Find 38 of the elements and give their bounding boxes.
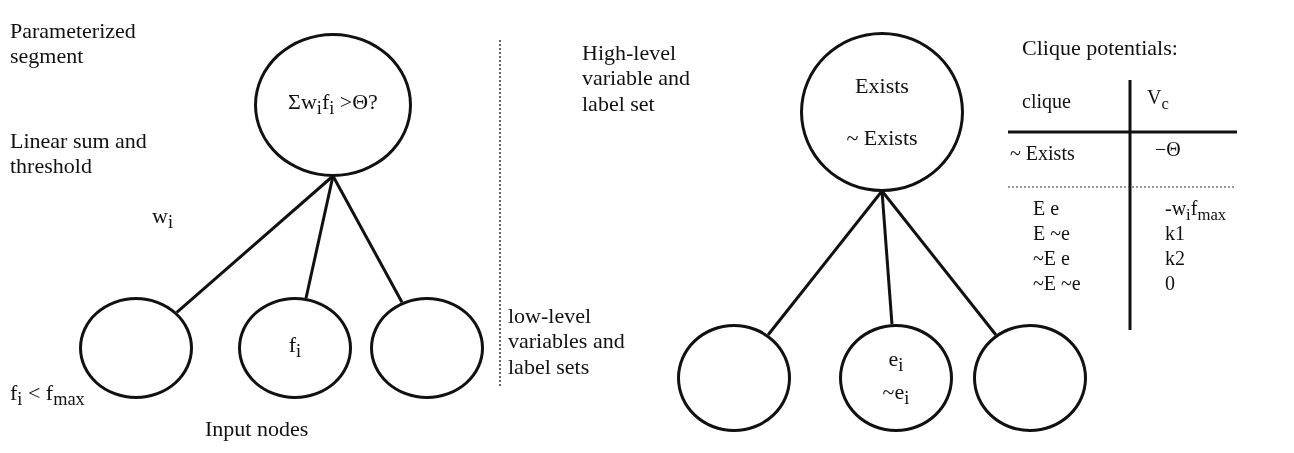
side-note: Linear sum and threshold <box>10 128 148 179</box>
node-text: f$_{i}$ <box>288 332 302 364</box>
table-cell-text: E e <box>1033 197 1061 219</box>
table-cell-text: −Θ <box>1155 138 1182 160</box>
node-text: ~ Exists <box>846 125 918 152</box>
node-text: Exists <box>855 72 909 99</box>
connector-line <box>880 190 894 325</box>
table-cell-text: k1 <box>1165 222 1186 244</box>
side-note: Parameterized segment <box>10 18 137 69</box>
connector-line <box>304 175 335 299</box>
circle-node <box>800 32 964 192</box>
table-cell-text: 0 <box>1165 272 1176 294</box>
table-cell-text: k2 <box>1165 247 1186 269</box>
circle-node <box>677 324 791 432</box>
constraint-label: f$_{i}$ < f$_{max}$ <box>10 380 86 411</box>
connector-line <box>175 174 334 314</box>
table-header: V$_{c}$ <box>1147 86 1170 114</box>
node-text: ~e$_{i}$ <box>882 379 910 411</box>
table-title: Clique potentials: <box>1022 35 1179 61</box>
table-cell-text: ~E e <box>1033 247 1071 269</box>
table-cell-text: ~E ~e <box>1033 272 1082 294</box>
table-cell-text: E ~e <box>1033 222 1071 244</box>
side-note: low-level variables and label sets <box>508 303 626 379</box>
node-text: e$_{i}$ <box>888 345 904 377</box>
circle-node <box>973 324 1087 432</box>
node-text: Σw$_{i}$f$_{i}$ >Θ? <box>288 89 378 121</box>
circle-node <box>254 33 412 177</box>
caption-label: Input nodes <box>205 416 310 442</box>
connector-line <box>767 190 884 336</box>
circle-node <box>839 324 953 432</box>
connector-line <box>331 175 404 303</box>
circle-node <box>238 297 352 399</box>
table-cell-text: -w$_{i}$f$_{max}$ <box>1165 197 1228 225</box>
table-header: clique <box>1022 90 1072 112</box>
circle-node <box>370 297 484 399</box>
connector-line <box>880 190 997 336</box>
table-cell-text: ~ Exists <box>1010 142 1076 164</box>
side-note: High-level variable and label set <box>582 40 692 116</box>
